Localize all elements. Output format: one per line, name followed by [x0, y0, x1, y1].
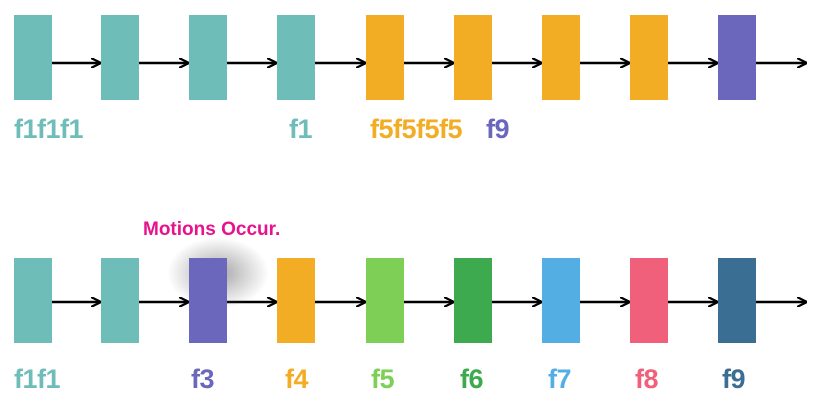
row2-frame-3: [189, 258, 227, 343]
row2-frame-8: [630, 258, 668, 343]
row2-label-5: f6: [460, 364, 484, 394]
row1-label-group-4: f9: [486, 114, 510, 144]
row1-label-group-3: f5f5f5f5: [370, 114, 463, 144]
row2-label-4: f5: [371, 364, 395, 394]
row2-frame-2: [101, 258, 139, 343]
row1-label-group-2: f1: [289, 114, 313, 144]
row2-frame-1: [14, 258, 52, 343]
row2-label-2: f3: [191, 364, 215, 394]
row1-frame-9: [718, 15, 756, 100]
row2-label-3: f4: [285, 364, 309, 394]
row1-frame-8: [630, 15, 668, 100]
row1-frame-5: [366, 15, 404, 100]
row1-frame-2: [101, 15, 139, 100]
row2-frame-7: [542, 258, 580, 343]
row2-frame-6: [454, 258, 492, 343]
row2-label-7: f8: [635, 364, 659, 394]
row1-frame-1: [14, 15, 52, 100]
motions-occur-annotation: Motions Occur.: [143, 219, 281, 240]
row2-label-8: f9: [722, 364, 746, 394]
row2-frame-9: [718, 258, 756, 343]
row2-label-6: f7: [548, 364, 572, 394]
row2-frame-5: [366, 258, 404, 343]
row1-frame-7: [542, 15, 580, 100]
row2-frame-4: [277, 258, 315, 343]
row2-label-1: f1f1: [14, 364, 61, 394]
row1-frame-3: [189, 15, 227, 100]
row1-label-group-1: f1f1f1: [14, 114, 84, 144]
row1-frame-6: [454, 15, 492, 100]
row1-frame-4: [277, 15, 315, 100]
